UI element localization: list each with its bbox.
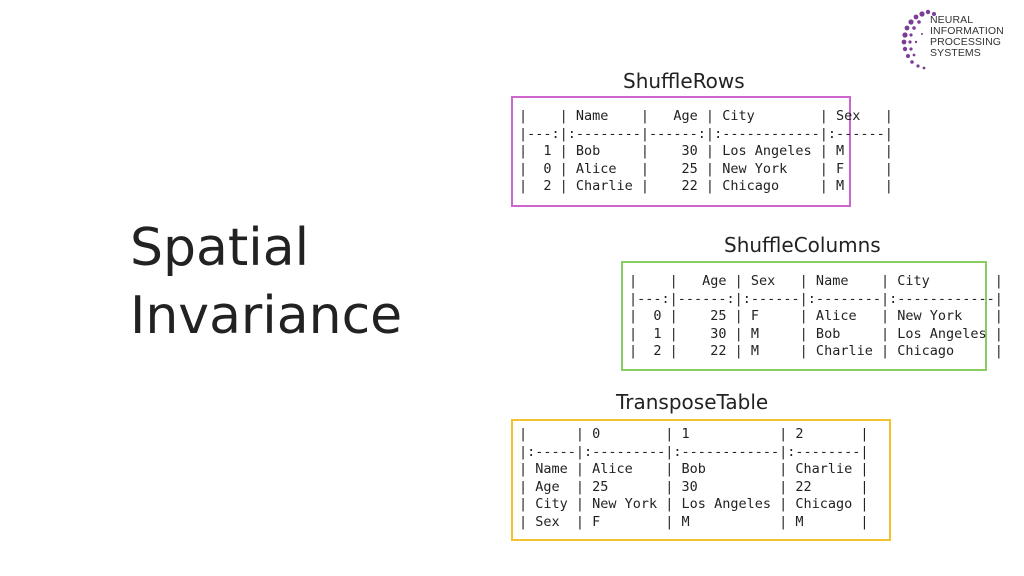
shuffle-columns-label: ShuffleColumns [724, 233, 881, 257]
slide-title: Spatial Invariance [130, 214, 402, 350]
slide-title-line-1: Spatial [130, 218, 310, 278]
shuffle-rows-table-box: | | Name | Age | City | Sex | |---:|:---… [511, 96, 893, 207]
neurips-logo: NEURAL INFORMATION PROCESSING SYSTEMS [900, 8, 1018, 78]
neurips-dots-icon [901, 9, 936, 70]
shuffle-columns-table-box: | | Age | Sex | Name | City | |---:|----… [621, 261, 1003, 371]
transpose-table: | | 0 | 1 | 2 | |:-----|:---------|:----… [519, 426, 869, 530]
logo-line-2: INFORMATION [930, 25, 1004, 37]
shuffle-rows-label: ShuffleRows [623, 69, 745, 93]
transpose-table-box: | | 0 | 1 | 2 | |:-----|:---------|:----… [511, 419, 891, 541]
shuffle-rows-table: | | Name | Age | City | Sex | |---:|:---… [519, 108, 893, 194]
logo-text: NEURAL INFORMATION PROCESSING SYSTEMS [930, 15, 1004, 59]
shuffle-columns-table: | | Age | Sex | Name | City | |---:|----… [629, 273, 1003, 359]
slide-title-line-2: Invariance [130, 286, 403, 346]
logo-line-3: PROCESSING [930, 36, 1002, 48]
transpose-table-label: TransposeTable [616, 390, 769, 414]
logo-line-4: SYSTEMS [930, 47, 981, 59]
logo-line-1: NEURAL [930, 14, 974, 26]
